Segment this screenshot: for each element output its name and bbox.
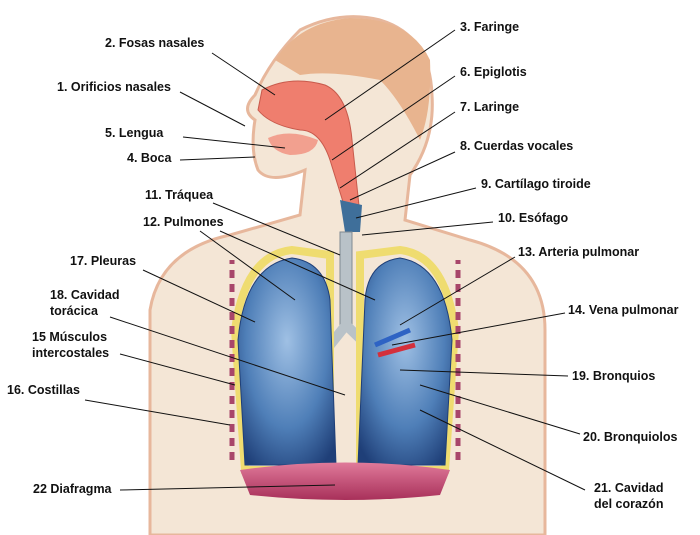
label-epiglotis: 6. Epiglotis <box>460 65 527 79</box>
label-cuerdas-vocales: 8. Cuerdas vocales <box>460 139 573 153</box>
leader-lines <box>84 29 586 491</box>
label-lengua: 5. Lengua <box>105 126 164 140</box>
label-orificios-nasales: 1. Orificios nasales <box>57 80 171 94</box>
label-boca: 4. Boca <box>127 151 173 165</box>
pleura-left <box>230 245 334 474</box>
label-cartilago-tiroide: 9. Cartílago tiroide <box>481 177 591 191</box>
label-esofago: 10. Esófago <box>498 211 569 225</box>
label-musculos-intercostales-2: intercostales <box>32 346 109 360</box>
label-musculos-intercostales-1: 15 Músculos <box>32 330 107 344</box>
label-bronquios: 19. Bronquios <box>572 369 655 383</box>
pulmonary-artery <box>374 327 411 348</box>
label-vena-pulmonar: 14. Vena pulmonar <box>568 303 679 317</box>
label-pleuras: 17. Pleuras <box>70 254 136 268</box>
label-bronquiolos: 20. Bronquiolos <box>583 430 678 444</box>
label-cavidad-toracica-1: 18. Cavidad <box>50 288 119 302</box>
pulmonary-vein <box>377 342 416 358</box>
diaphragm <box>240 462 450 500</box>
label-fosas-nasales: 2. Fosas nasales <box>105 36 204 50</box>
upper-airway <box>257 80 362 232</box>
label-cavidad-toracica-2: torácica <box>50 304 99 318</box>
label-costillas: 16. Costillas <box>7 383 80 397</box>
label-diafragma: 22 Diafragma <box>33 482 113 496</box>
label-pulmones: 12. Pulmones <box>143 215 224 229</box>
pleura-right <box>356 245 460 474</box>
label-faringe: 3. Faringe <box>460 20 519 34</box>
thyroid-cartilage <box>340 200 362 232</box>
label-laringe: 7. Laringe <box>460 100 519 114</box>
hair <box>275 18 431 140</box>
label-arteria-pulmonar: 13. Arteria pulmonar <box>518 245 639 259</box>
label-traquea: 11. Tráquea <box>145 188 214 202</box>
tongue <box>268 133 318 155</box>
left-lung <box>237 257 337 466</box>
right-lung <box>357 257 453 466</box>
label-cavidad-corazon-2: del corazón <box>594 497 663 511</box>
label-cavidad-corazon-1: 21. Cavidad <box>594 481 663 495</box>
